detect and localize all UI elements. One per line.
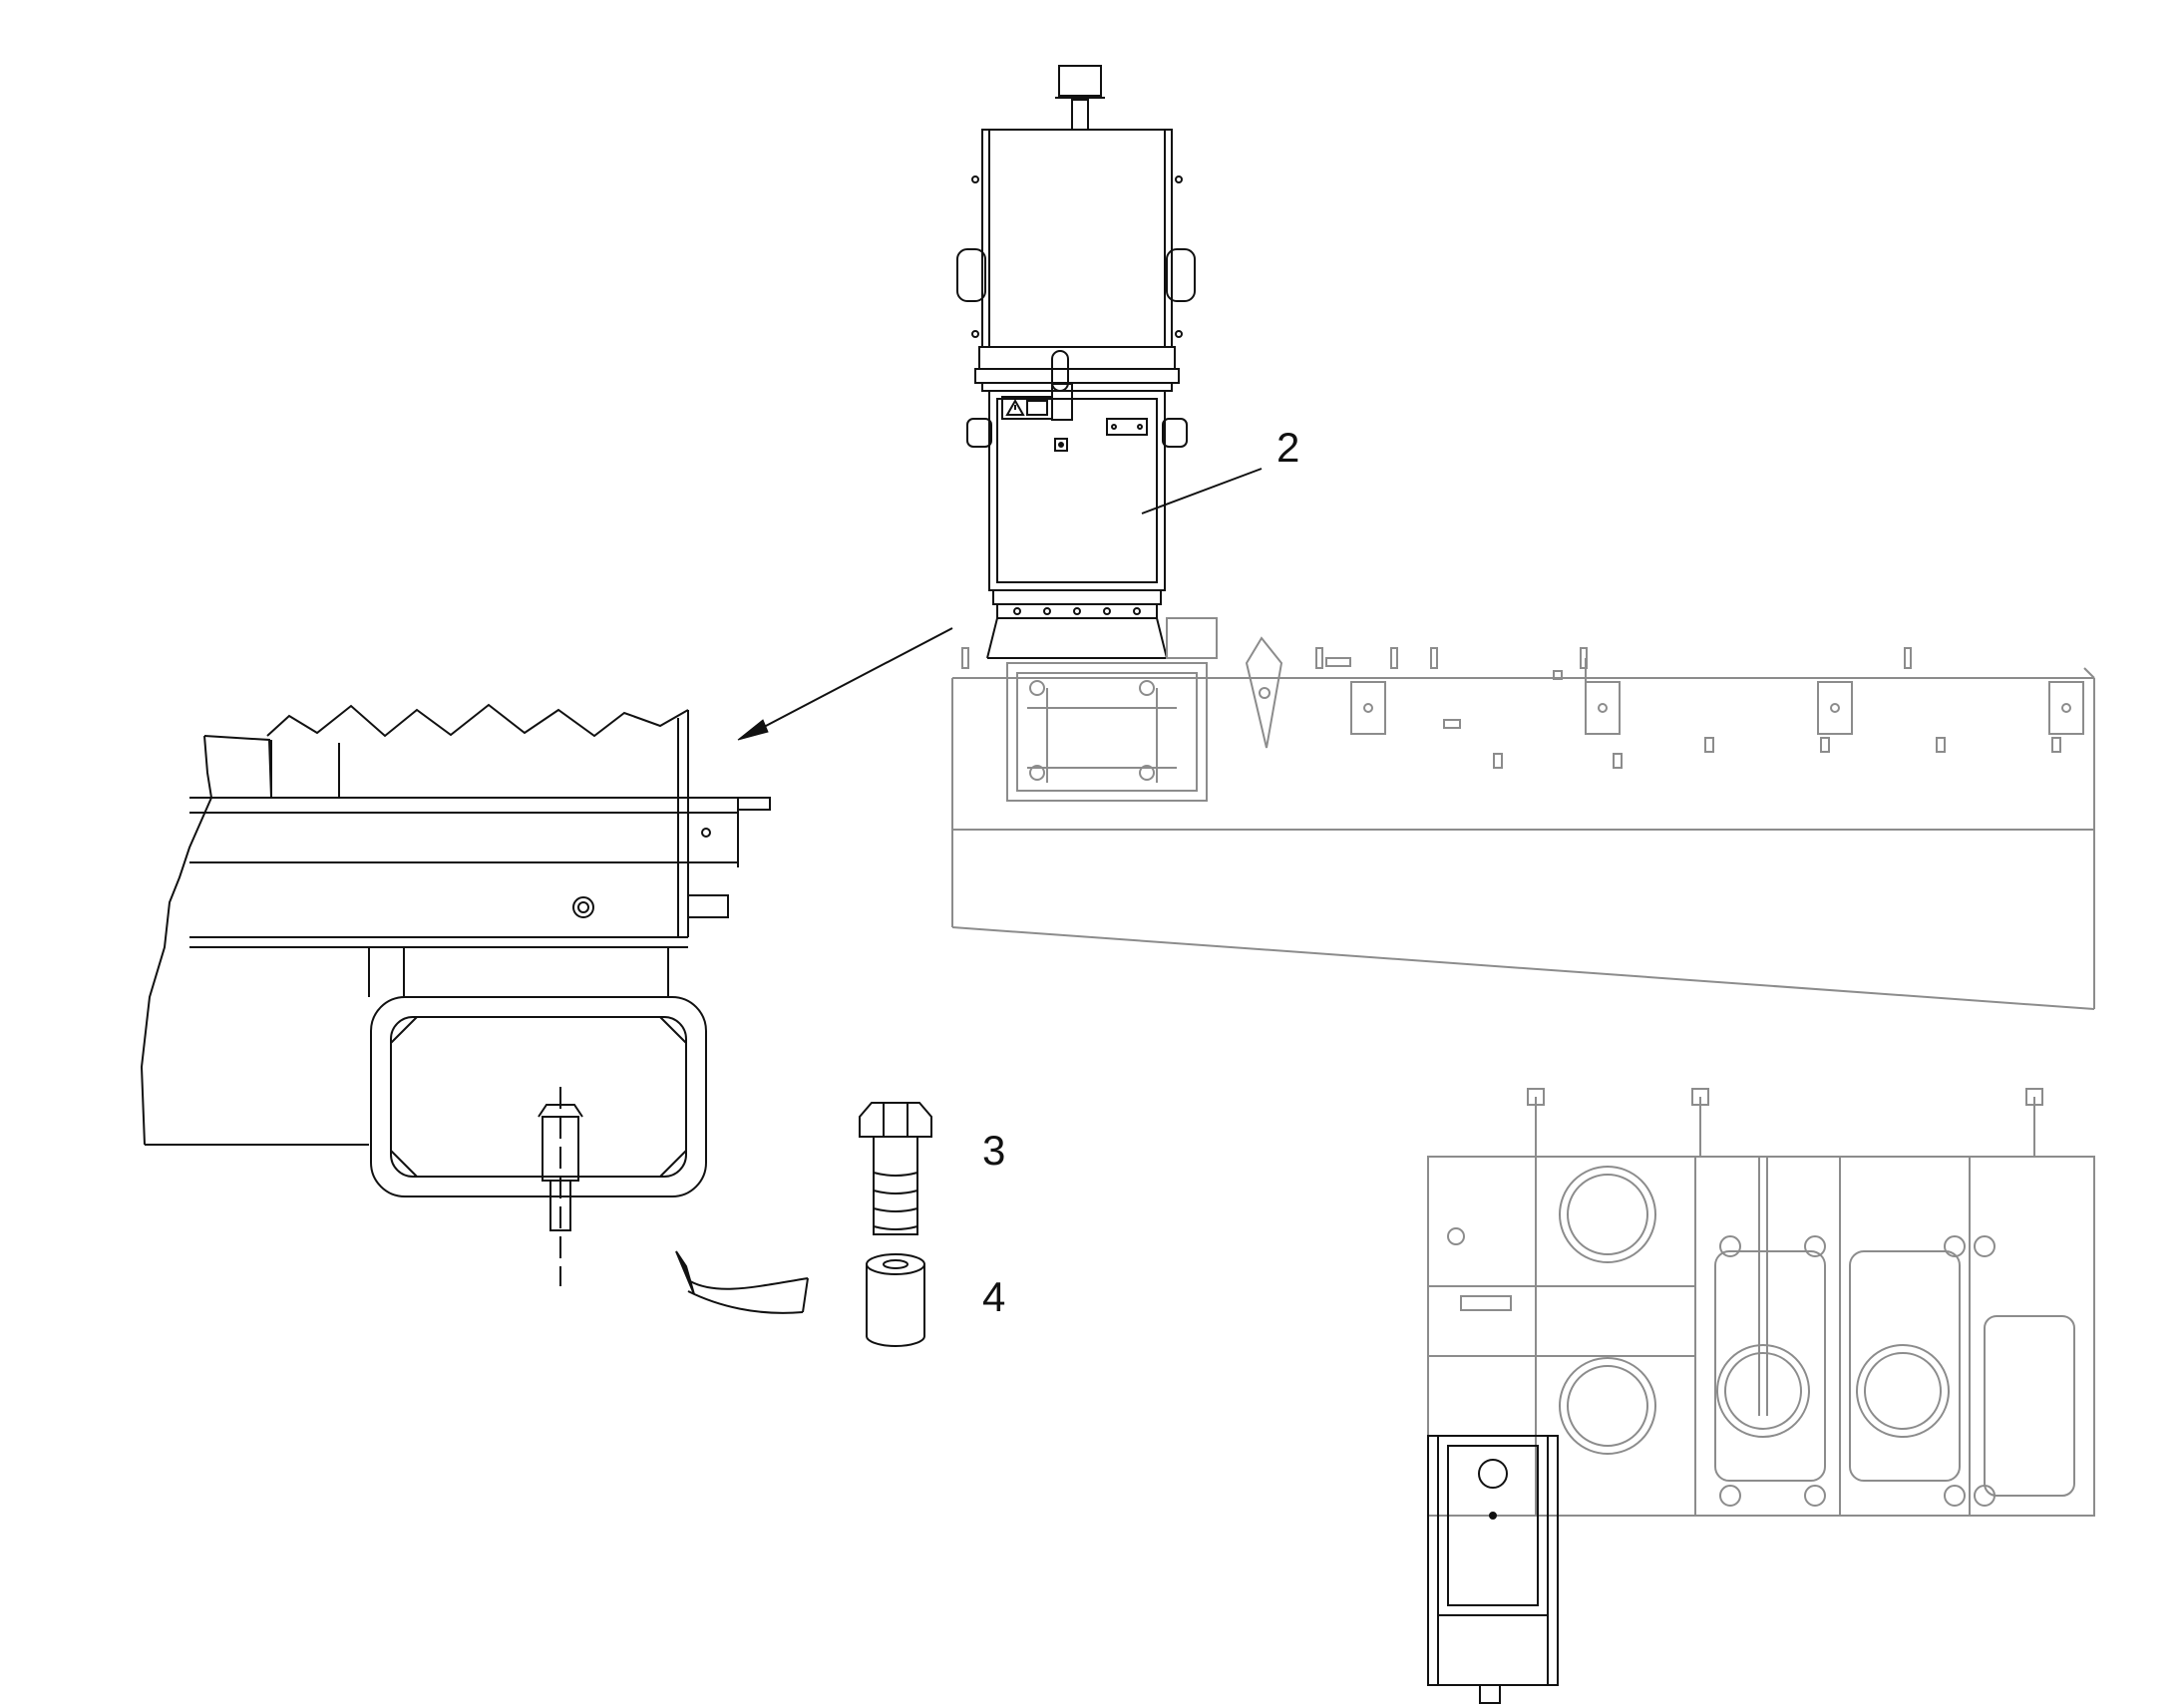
ghost-tank-side-view	[951, 617, 2095, 1010]
callout-4: 4	[982, 1273, 1006, 1320]
warning-decal-icon	[1005, 398, 1048, 416]
detail-view-frame	[140, 703, 771, 1286]
callout-3: 3	[982, 1127, 1006, 1174]
plan-view-unit	[1427, 1435, 1559, 1704]
spacer-icon	[866, 1253, 925, 1347]
leader-line-2	[1141, 468, 1263, 514]
main-unit	[956, 65, 1196, 659]
bolt-icon	[859, 1102, 932, 1235]
leader-arrow-icon	[737, 627, 953, 741]
callout-2: 2	[1276, 424, 1300, 471]
ghost-plan-view	[1427, 1088, 2095, 1517]
rotation-arrow-icon	[675, 1250, 809, 1314]
